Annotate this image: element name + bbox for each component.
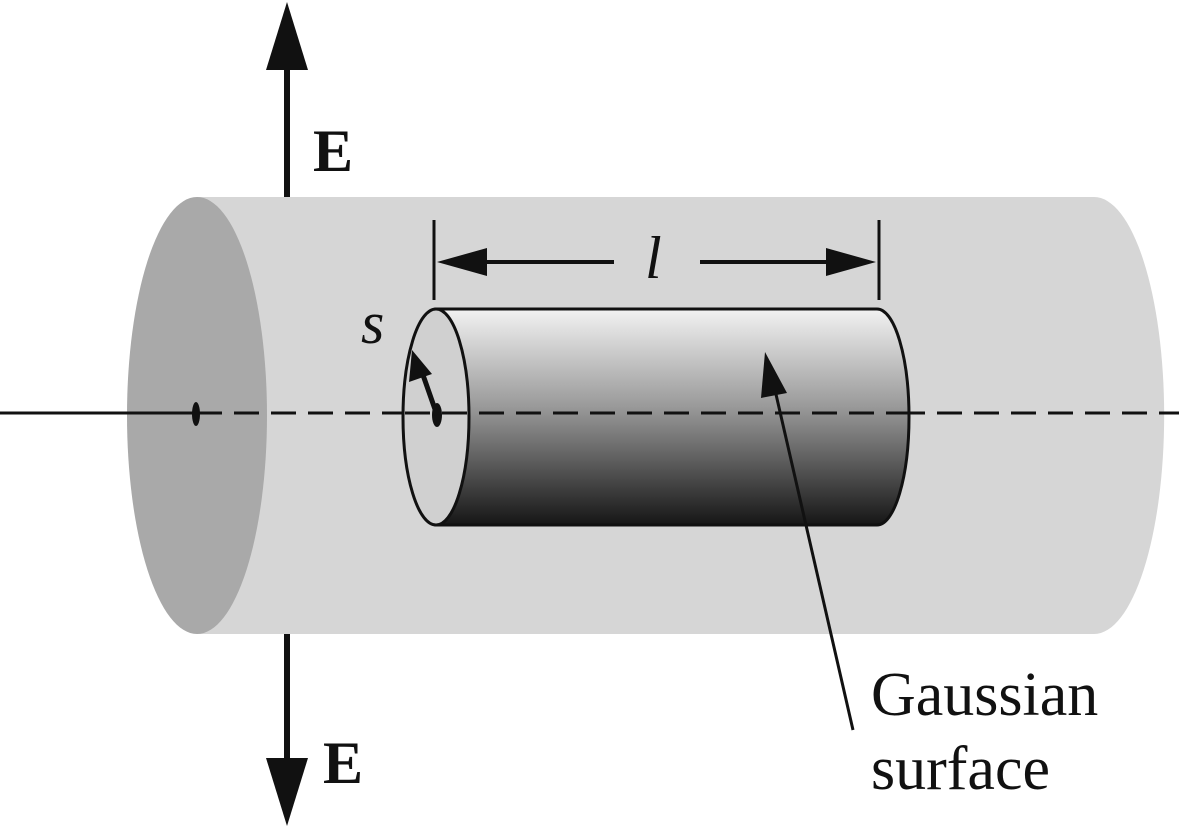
length-arrowhead-left xyxy=(437,248,487,276)
gaussian-cylinder xyxy=(401,307,911,527)
gaussian-surface-pointer xyxy=(761,352,855,731)
gaussian-surface-label-line2: surface xyxy=(871,735,1050,803)
axis-point-outer xyxy=(192,402,200,426)
radius-arrow xyxy=(409,350,440,416)
gaussian-surface-label-line1: Gaussian xyxy=(871,661,1098,729)
field-label-top: E xyxy=(313,118,353,184)
field-label-bottom: E xyxy=(323,730,363,796)
length-label: l xyxy=(645,225,662,291)
field-arrow-down xyxy=(266,634,308,826)
length-arrowhead-right xyxy=(826,248,876,276)
length-dimension xyxy=(432,220,881,300)
radius-label: s xyxy=(361,290,384,356)
field-arrow-up xyxy=(266,2,308,197)
gaussian-cylinder-body xyxy=(434,307,911,527)
